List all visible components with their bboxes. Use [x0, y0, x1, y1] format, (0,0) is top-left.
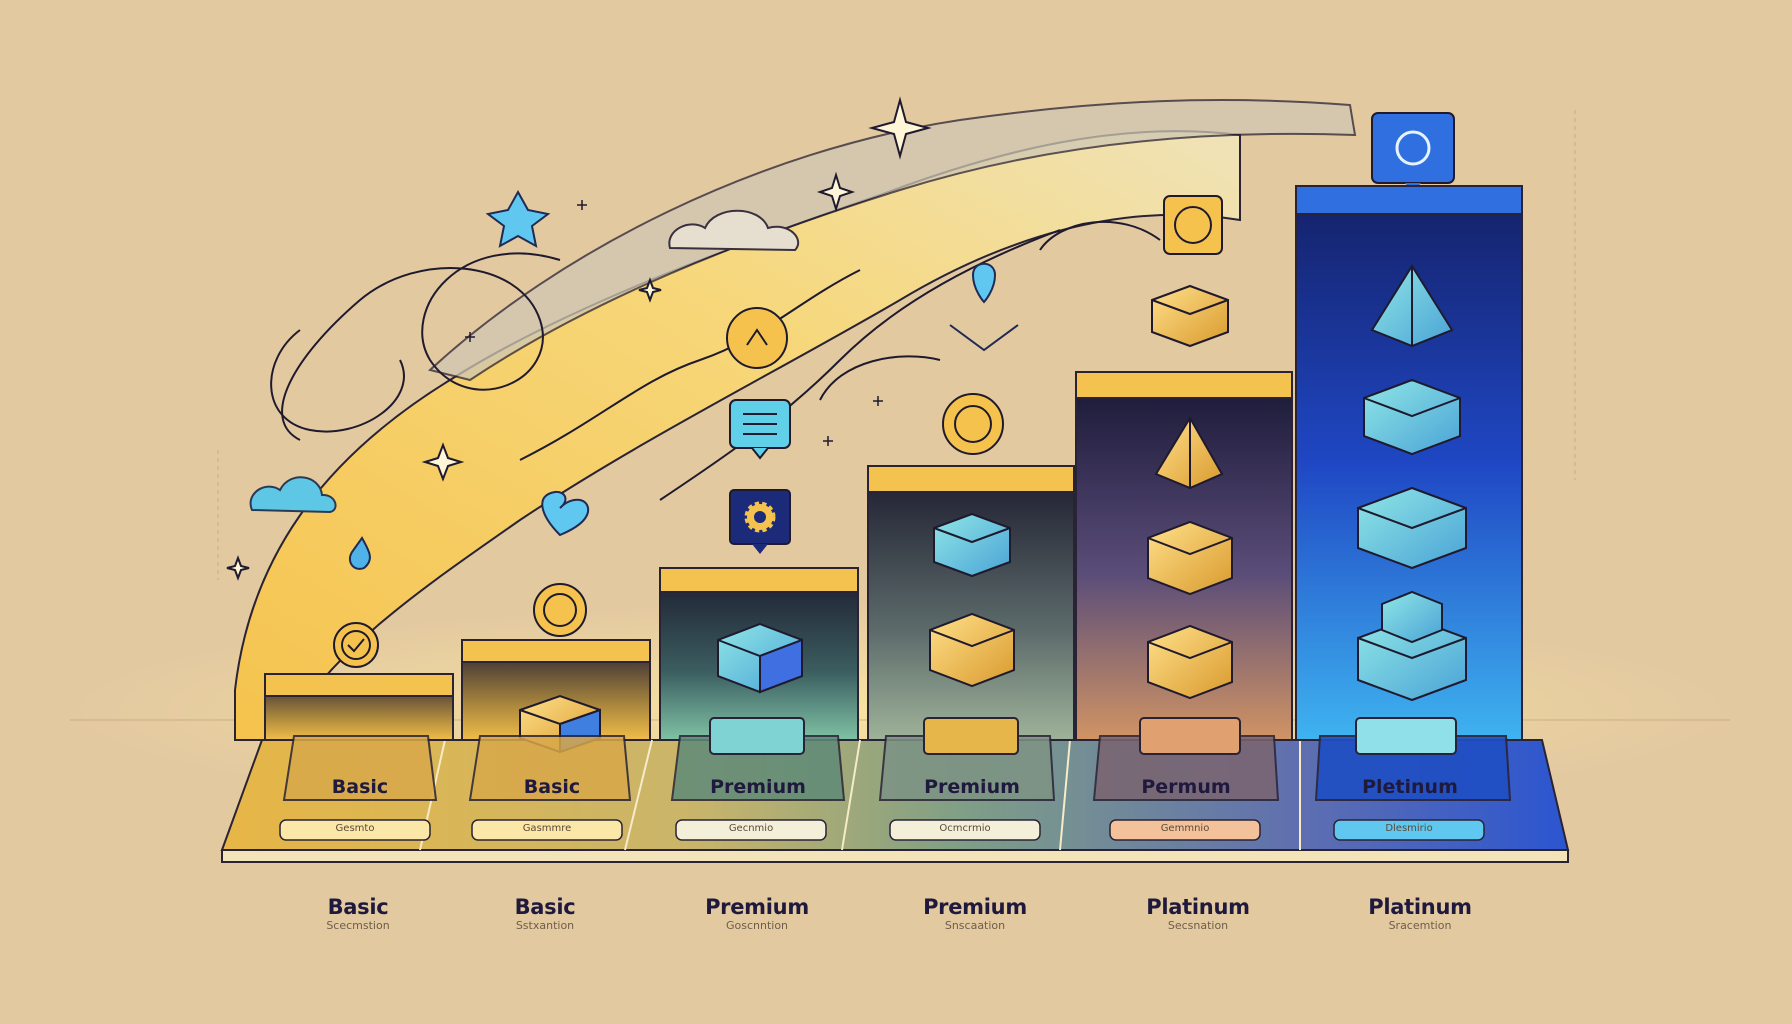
tier-sub-3: Goscnntion — [725, 919, 789, 932]
plate-tabs — [709, 717, 1457, 755]
plate-label-basic-1: Basic — [331, 776, 389, 798]
pyramid-icon — [1154, 416, 1224, 490]
tier-box-1 — [264, 673, 454, 741]
target-badge-icon — [942, 393, 1004, 455]
tier-label-1: Basic — [327, 895, 389, 919]
plate-sub-6: Dlesmirio — [1385, 823, 1433, 834]
sparkle-icon — [226, 96, 932, 581]
pyramid-icon — [1370, 264, 1454, 348]
tier-sub-5: Secsnation — [1167, 919, 1229, 932]
cube-icon — [1357, 486, 1467, 570]
tier-sub-2: Sstxantion — [515, 919, 575, 932]
location-pin-icon — [949, 262, 1019, 352]
tier-label-4: Premium — [923, 895, 1027, 919]
tier-sub-6: Sracemtion — [1388, 919, 1452, 932]
cube-icon — [1363, 378, 1461, 456]
tier-label-6: Platinum — [1368, 895, 1472, 919]
tier-sub-1: Scecmstion — [326, 919, 390, 932]
plate-label-pletinum: Pletinum — [1362, 776, 1458, 798]
plate-label-premium-2: Premium — [924, 776, 1020, 798]
tier-label-3: Premium — [705, 895, 809, 919]
tier-label-2: Basic — [514, 895, 576, 919]
plate-sub-pills — [279, 819, 1485, 841]
tier-sub-4: Snscaation — [944, 919, 1006, 932]
gear-icon — [729, 489, 791, 554]
target-square-icon — [1371, 112, 1455, 193]
plate-sub-4: Ocmcrmio — [939, 823, 991, 834]
cube-icon — [929, 612, 1015, 688]
tier-label-5: Platinum — [1146, 895, 1250, 919]
plate-label-premium-1: Premium — [710, 776, 806, 798]
heart-icon — [541, 490, 590, 537]
target-badge-icon — [533, 583, 587, 637]
chevron-badge-icon — [726, 307, 788, 369]
plate-label-basic-2: Basic — [523, 776, 581, 798]
tier-box-4 — [867, 465, 1075, 741]
droplet-icon — [348, 536, 371, 570]
cube-icon — [933, 512, 1011, 578]
cloud-icon — [668, 209, 800, 252]
cube-icon — [1147, 624, 1233, 700]
base-edge — [221, 849, 1569, 863]
plate-sub-1: Gesmto — [335, 823, 375, 834]
checkmark-badge-icon — [333, 622, 379, 668]
star-icon — [485, 189, 551, 248]
sparkle-plus-icons — [465, 200, 883, 446]
plate-sub-5: Gemmnio — [1160, 823, 1210, 834]
plate-sub-3: Gecnmio — [728, 823, 774, 834]
cube-icon — [1151, 284, 1229, 348]
cube-icon — [717, 622, 803, 694]
target-square-icon — [1163, 195, 1223, 255]
plate-label-permum: Permum — [1141, 776, 1231, 798]
swirl-lines — [270, 220, 1161, 501]
plate-sub-2: Gasmmre — [522, 823, 572, 834]
chat-icon — [729, 399, 791, 460]
cube-icon — [1357, 590, 1467, 702]
cloud-icon — [249, 476, 337, 514]
cube-icon — [1147, 520, 1233, 596]
